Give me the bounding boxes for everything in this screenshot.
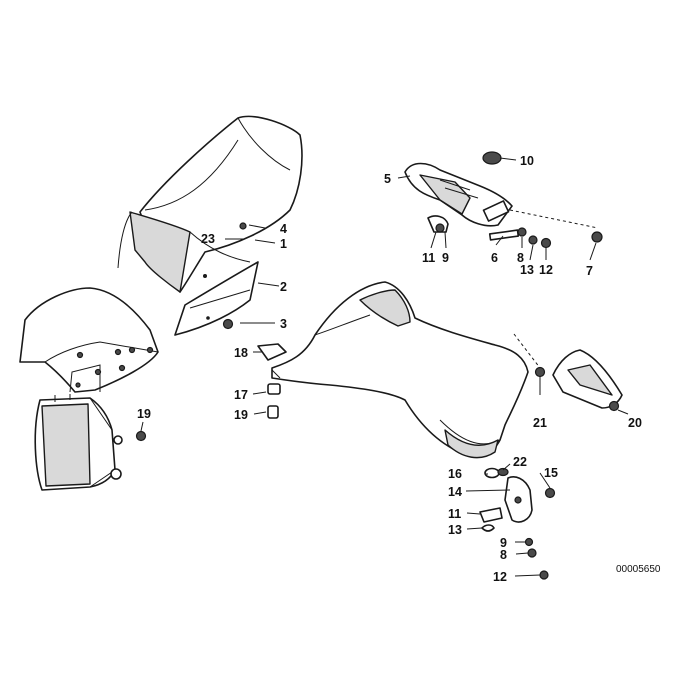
turn-signal: [534, 349, 623, 412]
callout-7: 7: [586, 264, 593, 278]
callout-4: 4: [280, 222, 287, 236]
callout-17: 17: [234, 388, 248, 402]
callout-6: 6: [491, 251, 498, 265]
callout-21: 21: [533, 416, 547, 430]
mounting-bracket: [404, 151, 513, 233]
callout-19-center: 19: [234, 408, 248, 422]
callout-11-bottom: 11: [448, 507, 461, 521]
callout-11-top: 11: [422, 251, 435, 265]
callout-18: 18: [234, 346, 248, 360]
callout-10: 10: [520, 154, 534, 168]
callout-13-top: 13: [520, 263, 534, 277]
bracket-fasteners: [488, 227, 603, 249]
callout-20: 20: [628, 416, 642, 430]
callout-9-top: 9: [442, 251, 449, 265]
mirror-mount-bracket: [479, 467, 556, 580]
callout-19-left: 19: [137, 407, 151, 421]
callout-15: 15: [544, 466, 558, 480]
callout-23: 23: [201, 232, 215, 246]
callout-2: 2: [280, 280, 287, 294]
callout-8-bottom: 8: [500, 548, 507, 562]
fairing-side-panel: [271, 281, 529, 459]
callout-22: 22: [513, 455, 527, 469]
callout-13-bottom: 13: [448, 523, 462, 537]
leader-lines: [140, 157, 629, 577]
callout-5: 5: [384, 172, 391, 186]
callout-12-bottom: 12: [493, 570, 507, 584]
callout-16: 16: [448, 467, 462, 481]
headlight: [34, 394, 123, 491]
windscreen: [117, 115, 303, 293]
callout-12-top: 12: [539, 263, 553, 277]
callout-labels: 4 1 23 2 3 18 17 19 19 5 10 11 9 6 8 13 …: [137, 154, 642, 584]
diagram-reference-number: 00005650: [616, 564, 661, 575]
callout-8-top: 8: [517, 251, 524, 265]
callout-1: 1: [280, 237, 287, 251]
callout-14: 14: [448, 485, 462, 499]
callout-9-bottom: 9: [500, 536, 507, 550]
windscreen-trim: [174, 261, 259, 336]
instrument-cover: [19, 287, 159, 393]
center-fasteners: [135, 222, 287, 442]
callout-3: 3: [280, 317, 287, 331]
